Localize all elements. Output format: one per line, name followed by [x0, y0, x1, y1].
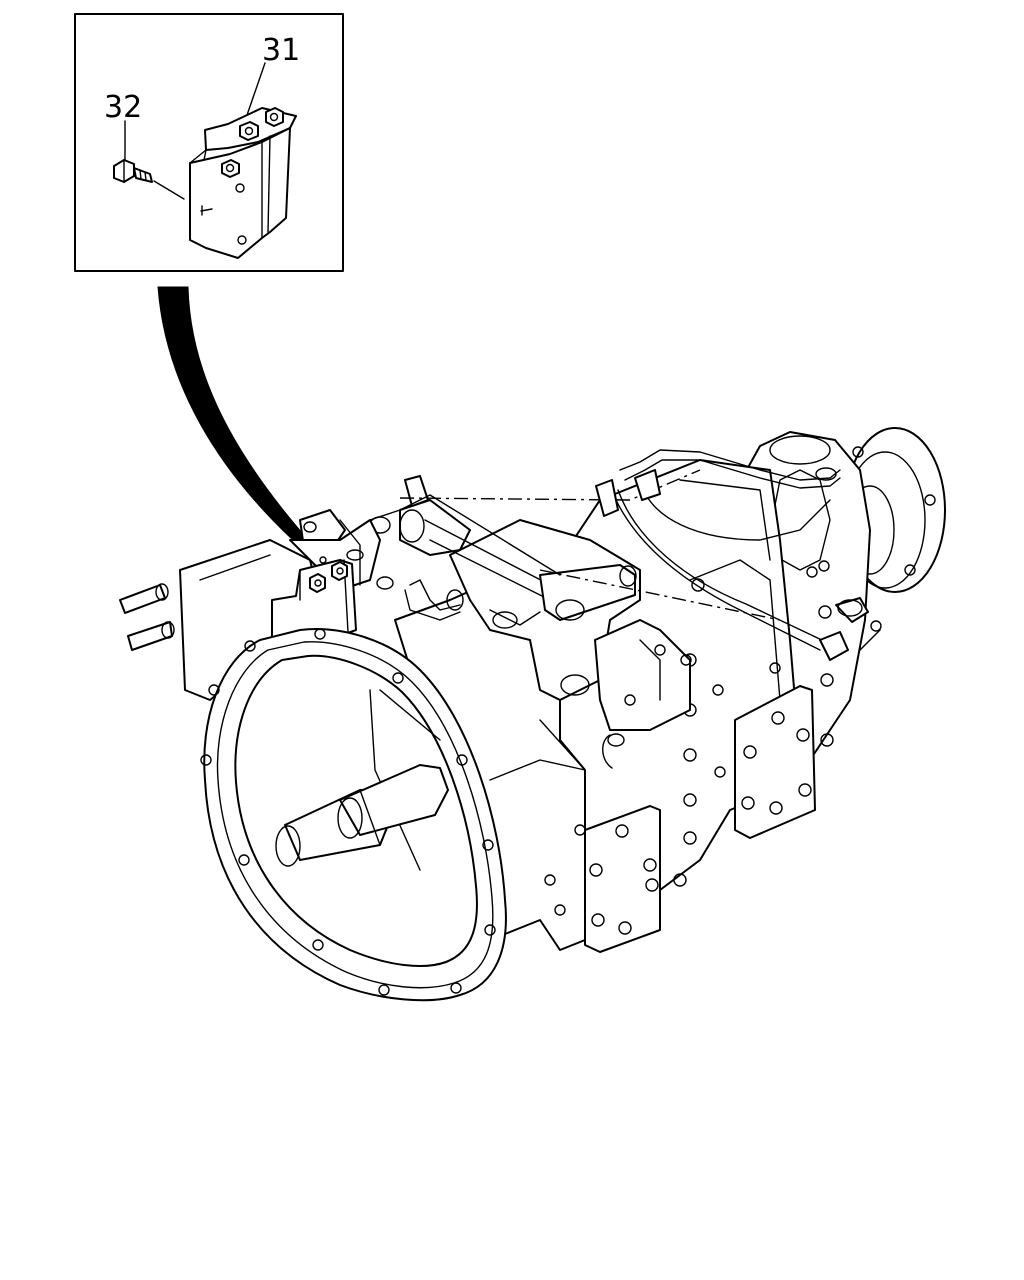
bolt-part-32: [113, 159, 153, 183]
callout-32: 32: [104, 90, 142, 125]
bracket-part-31: [189, 107, 297, 259]
detail-pointer-arrow: [157, 286, 311, 553]
side-cover-right: [734, 685, 816, 839]
leader-32-bolt-axis: [153, 180, 185, 200]
nut-middle: [221, 159, 240, 178]
output-flange: [844, 427, 946, 593]
leader-31: [245, 62, 266, 119]
input-shaft: [275, 764, 449, 867]
transmission-assembly: [119, 427, 946, 1002]
nut-upper: [239, 121, 259, 141]
inset-frame: [74, 13, 344, 272]
shift-cylinder: [369, 475, 637, 621]
left-side-components: [119, 509, 394, 701]
detail-inset: 31 32: [74, 13, 344, 272]
air-lines: [595, 449, 882, 661]
side-cover-lower: [584, 805, 661, 953]
callout-31: 31: [262, 33, 300, 68]
nut-upper-right: [265, 107, 284, 127]
